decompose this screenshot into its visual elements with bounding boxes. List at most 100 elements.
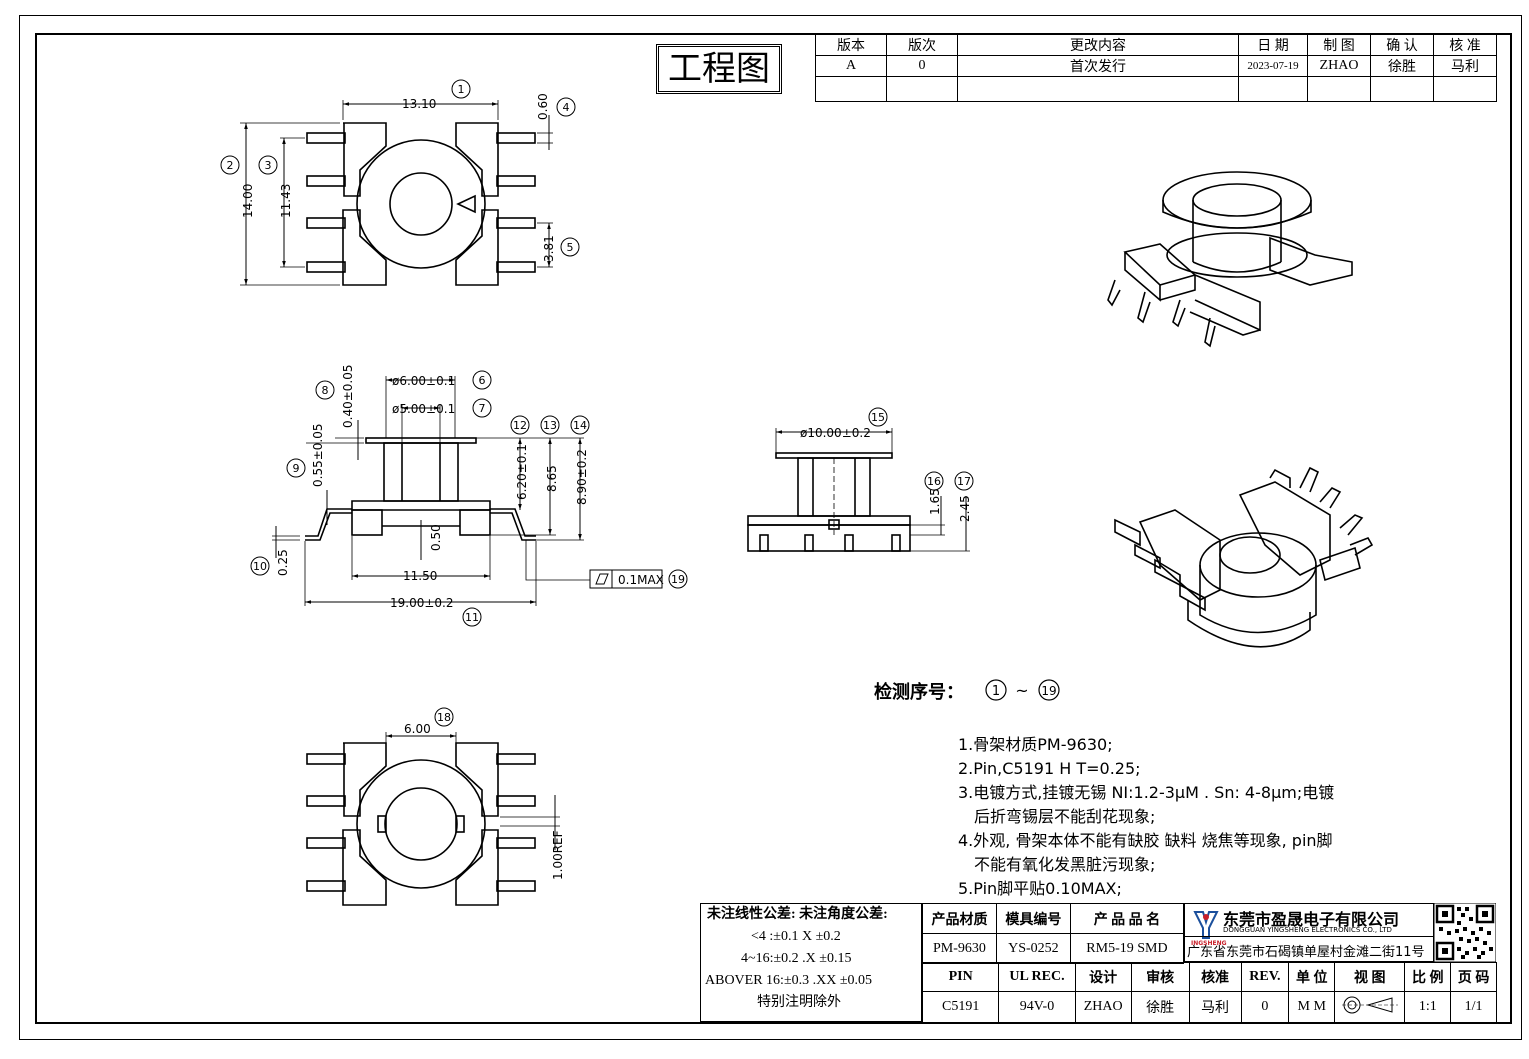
balloon-12: 12 xyxy=(513,419,527,432)
tb-page: 1/1 xyxy=(1450,991,1497,1023)
projection-symbol-icon xyxy=(1341,996,1398,1013)
balloon-5: 5 xyxy=(567,241,574,254)
tb-mold: YS-0252 xyxy=(995,933,1071,964)
tb-page-label: 页 码 xyxy=(1450,962,1497,992)
note-1: 1.骨架材质PM-9630; xyxy=(958,735,1113,754)
dim-h3: 8.90±0.2 xyxy=(575,449,589,505)
note-3: 3.电镀方式,挂镀无锡 NI:1.2-3μM . Sn: 4-8μm;电镀 xyxy=(958,783,1335,802)
notes: 1.骨架材质PM-9630; 2.Pin,C5191 H T=0.25; 3.电… xyxy=(958,733,1334,901)
balloon-15: 15 xyxy=(871,411,885,424)
drawing-frame xyxy=(35,33,1512,1024)
tb-review: 徐胜 xyxy=(1130,991,1190,1023)
balloon-16: 16 xyxy=(927,475,941,488)
tb-scale-label: 比 例 xyxy=(1404,962,1452,992)
dim-flange: 0.40±0.05 xyxy=(341,365,355,429)
dim-ref: 1.00REF xyxy=(551,830,565,880)
tb-ul: 94V-0 xyxy=(998,991,1076,1023)
tb-design: ZHAO xyxy=(1074,991,1132,1023)
inspection-label: 检测序号： xyxy=(874,682,964,703)
tb-projection-icon xyxy=(1334,991,1406,1023)
note-2: 2.Pin,C5191 H T=0.25; xyxy=(958,759,1141,778)
revision-empty-row xyxy=(815,76,1497,102)
front-view xyxy=(747,428,970,552)
balloon-numbers: 1 2 3 4 5 6 7 8 9 10 11 12 13 14 15 16 1… xyxy=(227,83,972,724)
company-address: 广东省东莞市石碣镇单屋村金滩二街11号 xyxy=(1187,945,1425,960)
dim-h2: 8.65 xyxy=(545,465,559,492)
qr-code-icon xyxy=(1434,903,1496,962)
balloon-4: 4 xyxy=(563,101,570,114)
rev-date: 2023-07-19 xyxy=(1238,55,1308,77)
isometric-view-top xyxy=(1107,171,1353,348)
dim-inner-w: 11.50 xyxy=(403,569,437,583)
dim-pin-width: 0.60 xyxy=(536,93,550,120)
tb-scale: 1:1 xyxy=(1404,991,1452,1023)
title-block-upper: 产品材质 模具编号 产 品 品 名 PM-9630 YS-0252 RM5-19… xyxy=(922,903,1185,964)
balloon-7: 7 xyxy=(479,402,486,415)
balloon-13: 13 xyxy=(543,419,557,432)
dim-slot: 6.00 xyxy=(404,722,431,736)
balloon-2: 2 xyxy=(227,159,234,172)
tb-rev: 0 xyxy=(1240,991,1290,1023)
dim-gap: 0.55±0.05 xyxy=(311,424,325,488)
tb-ul-label: UL REC. xyxy=(998,962,1076,992)
dim-height: 14.00 xyxy=(241,184,255,218)
inspection-to: 19 xyxy=(1041,684,1056,698)
balloon-11: 11 xyxy=(465,611,479,624)
dim-outer-w: 19.00±0.2 xyxy=(390,596,454,610)
inspection-balloons: 1 ~ 19 xyxy=(985,679,1060,701)
dim-d2: ø5.00±0.1 xyxy=(392,402,455,416)
drawing-title: 工程图 xyxy=(656,44,782,94)
top-view-pins xyxy=(306,132,536,273)
tb-pin: C5191 xyxy=(921,991,1000,1023)
balloon-10: 10 xyxy=(253,560,267,573)
bottom-view xyxy=(306,732,560,906)
tb-approve-label: 核准 xyxy=(1188,962,1242,992)
dim-front-d: ø10.00±0.2 xyxy=(800,426,871,440)
tb-view-label: 视 图 xyxy=(1334,962,1406,992)
dim-front-h1: 1.65 xyxy=(928,488,942,515)
balloon-circles xyxy=(220,79,974,727)
tb-rev-label: REV. xyxy=(1240,962,1290,992)
rev-drawn: ZHAO xyxy=(1307,55,1371,77)
header-approve: 核 准 xyxy=(1433,34,1497,56)
outer-border xyxy=(19,15,1522,1040)
tb-material-label: 产品材质 xyxy=(922,903,997,934)
tolerance-line-2: <4 :±0.1 X ±0.2 xyxy=(751,929,841,944)
header-change: 更改内容 xyxy=(957,34,1239,56)
inspection-tilde: ~ xyxy=(1015,681,1028,700)
tb-unit-label: 单 位 xyxy=(1288,962,1336,992)
inspection-from: 1 xyxy=(992,684,1000,699)
note-5: 5.Pin脚平贴0.10MAX; xyxy=(958,879,1122,898)
balloon-17: 17 xyxy=(957,475,971,488)
revision-table: 版本 版次 更改内容 日 期 制 图 确 认 核 准 A 0 首次发行 2023… xyxy=(815,34,1497,102)
rev-approve: 马利 xyxy=(1433,55,1497,77)
balloon-1: 1 xyxy=(458,83,465,96)
balloon-14: 14 xyxy=(573,419,587,432)
balloon-8: 8 xyxy=(322,384,329,397)
dim-base: 0.50 xyxy=(429,524,443,551)
header-version: 版本 xyxy=(815,34,887,56)
side-view xyxy=(272,376,663,606)
dim-flatness: 0.1MAX xyxy=(618,573,664,587)
tb-mold-label: 模具编号 xyxy=(995,903,1071,934)
title-block-lower: PIN UL REC. 设计 审核 核准 REV. 单 位 视 图 比 例 页 … xyxy=(921,962,1497,1023)
note-3-cont: 后折弯锡层不能刮花现象; xyxy=(974,807,1156,826)
balloon-9: 9 xyxy=(293,462,300,475)
company-brand: INGSHENG xyxy=(1191,940,1227,947)
top-view xyxy=(240,100,553,286)
company-box: INGSHENG 东莞市盈晟电子有限公司 DONGGUAN YINGSHENG … xyxy=(1184,903,1435,962)
isometric-view-bottom xyxy=(1114,466,1374,648)
tolerance-line-4: ABOVER 16:±0.3 .XX ±0.05 xyxy=(705,973,873,988)
balloon-3: 3 xyxy=(265,159,272,172)
tolerance-block: 未注线性公差: 未注角度公差: <4 :±0.1 X ±0.2 4~16:±0.… xyxy=(700,903,922,1022)
note-4-cont: 不能有氧化发黑脏污现象; xyxy=(974,855,1156,874)
dim-h1: 6.20±0.1 xyxy=(515,444,529,500)
tb-approve: 马利 xyxy=(1188,991,1242,1023)
balloon-6: 6 xyxy=(479,374,486,387)
tb-product: RM5-19 SMD xyxy=(1069,933,1185,964)
revision-row: A 0 首次发行 2023-07-19 ZHAO 徐胜 马利 xyxy=(815,55,1497,77)
dim-pitch: 3.81 xyxy=(542,235,556,262)
top-view-body xyxy=(343,122,387,197)
dim-width: 13.10 xyxy=(402,97,436,111)
